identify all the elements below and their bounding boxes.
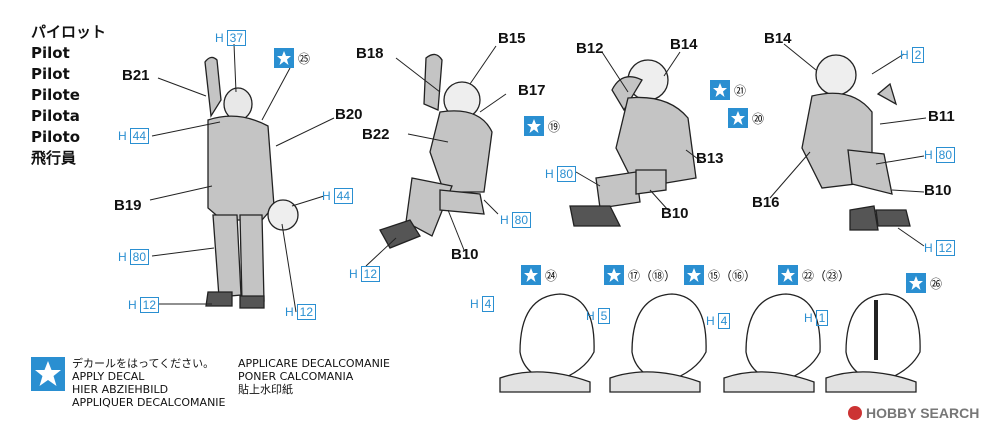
star-icon [524, 116, 544, 136]
decal-number: ⑳ [752, 111, 765, 126]
star-icon [684, 265, 704, 285]
title-line-de: Pilot [31, 65, 70, 83]
part-label-b12: B12 [576, 40, 604, 57]
seated-pilot-figure-1 [569, 59, 697, 227]
decal-number: ⑮（⑯） [708, 268, 757, 283]
part-label-b15: B15 [498, 30, 526, 47]
decal-marker: ⑲ [524, 116, 560, 136]
decal-marker: ㉖ [906, 273, 942, 293]
part-label-b14: B14 [764, 30, 792, 47]
star-icon [604, 265, 624, 285]
legend-col-1: デカールをはってください。 APPLY DECAL HIER ABZIEHBIL… [72, 357, 226, 409]
decal-marker: ㉔ [521, 265, 557, 285]
title-line-es: Piloto [31, 128, 81, 146]
decal-number: ⑰（⑱） [628, 268, 677, 283]
title-line-fr: Pilote [31, 86, 80, 104]
legend-col-2: APPLICARE DECALCOMANIE PONER CALCOMANIA … [238, 357, 390, 396]
star-icon [728, 108, 748, 128]
leader-lines [149, 43, 927, 313]
part-label-b18: B18 [356, 45, 384, 62]
watermark: HOBBY SEARCH [848, 405, 979, 421]
part-label-b19: B19 [114, 197, 142, 214]
legend-line: 貼上水印紙 [238, 383, 293, 396]
star-icon [710, 80, 730, 100]
part-label-b21: B21 [122, 67, 150, 84]
decal-number: ㉑ [734, 83, 747, 98]
seated-pilot-figure-2 [801, 54, 911, 231]
decal-number: ⑲ [548, 119, 561, 134]
decal-number: ㉖ [930, 276, 943, 291]
decal-number: ㉒（㉓） [802, 268, 851, 283]
title-line-ja: パイロット [31, 23, 107, 41]
part-label-b13: B13 [696, 150, 724, 167]
legend-line: APPLIQUER DECALCOMANIE [72, 396, 226, 409]
title-line-en: Pilot [31, 44, 70, 62]
watermark-text: HOBBY SEARCH [866, 405, 980, 421]
title-line-zh: 飛行員 [31, 149, 77, 167]
part-label-b10: B10 [924, 182, 952, 199]
legend-line: デカールをはってください。 [72, 357, 215, 370]
decal-marker: ㉒（㉓） [778, 265, 850, 285]
legend-line: HIER ABZIEHBILD [72, 383, 169, 396]
part-label-b10: B10 [661, 205, 689, 222]
title-block: パイロット Pilot Pilot Pilote Pilota Piloto 飛… [31, 22, 106, 169]
legend-line: APPLICARE DECALCOMANIE [238, 357, 390, 370]
decal-marker: ⑮（⑯） [684, 265, 756, 285]
leaning-pilot-figure [379, 53, 493, 249]
title-line-it: Pilota [31, 107, 80, 125]
part-label-b10: B10 [451, 246, 479, 263]
part-label-b16: B16 [752, 194, 780, 211]
decal-marker: ㉑ [710, 80, 746, 100]
hobbysearch-logo-icon [848, 406, 862, 420]
decal-marker: ㉕ [274, 48, 310, 68]
part-label-b11: B11 [928, 108, 955, 125]
star-icon [778, 265, 798, 285]
legend-line: PONER CALCOMANIA [238, 370, 354, 383]
part-label-b20: B20 [335, 106, 363, 123]
star-icon [906, 273, 926, 293]
decal-number: ㉔ [545, 268, 558, 283]
decal-marker: ⑳ [728, 108, 764, 128]
decal-marker: ⑰（⑱） [604, 265, 676, 285]
helmet-heads [499, 293, 921, 393]
part-label-b17: B17 [518, 82, 546, 99]
star-icon [521, 265, 541, 285]
legend-star-icon [31, 357, 65, 391]
star-icon [274, 48, 294, 68]
part-label-b22: B22 [362, 126, 390, 143]
part-label-b14: B14 [670, 36, 698, 53]
legend-line: APPLY DECAL [72, 370, 145, 383]
standing-pilot-figure [204, 56, 299, 309]
decal-number: ㉕ [298, 51, 311, 66]
